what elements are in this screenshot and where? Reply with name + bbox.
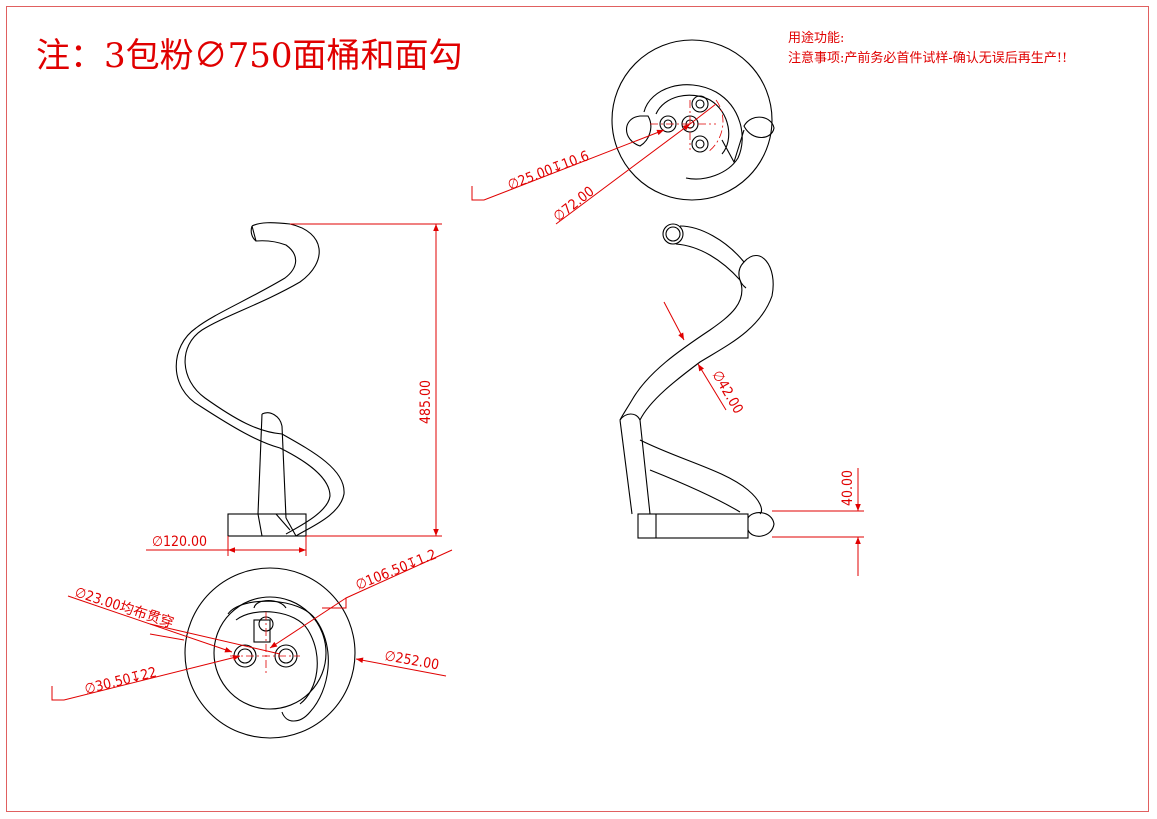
dim-dia-30-depth-label: ∅30.50↧22 [83,665,158,698]
front-view [175,222,345,537]
dim-dia-23-holes-label: ∅23.00均布贯穿 [73,585,176,632]
dim-h-40-label: 40.00 [840,470,856,506]
dim-dia-106-depth-label: ∅106.50↧1.2 [354,547,439,594]
drawing-title: 注：3包粉∅750面桶和面勾 [36,36,463,76]
drawing-frame [6,6,1149,812]
dim-dia-106-depth: ∅106.50↧1.2 [269,547,453,649]
dim-dia-120-label: ∅120.00 [152,534,207,550]
dim-dia-25-depth-label: ∅25.00↧10.6 [506,148,592,194]
dim-dia-30-depth: ∅30.50↧22 [51,654,241,701]
side-view [619,223,775,539]
caution-note: 注意事项:产前务必首件试样-确认无误后再生产!! [788,51,1068,66]
dim-dia-23-holes: ∅23.00均布贯穿 [67,585,281,655]
dim-height-485: 485.00 [290,223,442,537]
dim-dia-72-label: ∅72.00 [551,184,598,226]
usage-note: 用途功能: [788,31,845,46]
bottom-view [184,567,356,739]
top-view [611,39,775,201]
dim-dia-42-label: ∅42.00 [709,368,746,417]
dim-dia-120: ∅120.00 [146,534,307,556]
notes-block: 用途功能: 注意事项:产前务必首件试样-确认无误后再生产!! [788,29,1067,69]
dim-height-485-label: 485.00 [418,380,434,424]
dim-h-40: 40.00 [772,468,864,576]
dim-dia-252: ∅252.00 [149,633,447,677]
